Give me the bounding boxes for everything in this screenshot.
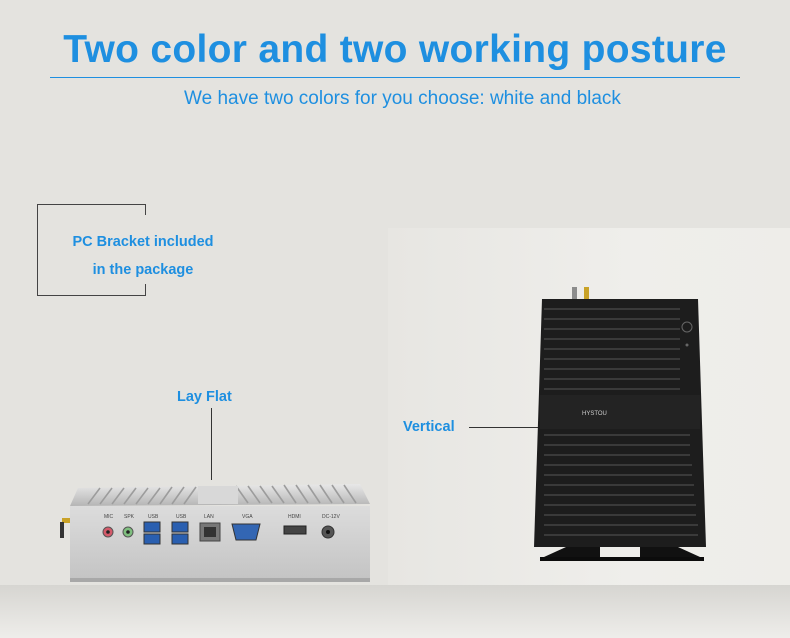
bracket-frame-tick-bottom [145,284,146,295]
page-title: Two color and two working posture [63,28,727,71]
silver-mini-pc: MIC SPK USB USB LAN VGA HDMI DC-12V [60,484,370,582]
port-label-lan: LAN [204,514,214,520]
port-label-mic: MIC [104,514,114,520]
title-underline [50,77,740,78]
port-label-vga: VGA [242,514,253,520]
bracket-callout-frame [37,204,146,296]
vertical-leader-line [469,427,539,428]
port-label-spk: SPK [124,514,135,520]
bracket-callout-line2: in the package [92,262,194,278]
port-label-dc: DC-12V [322,514,340,520]
vertical-label: Vertical [403,419,455,435]
lay-flat-label: Lay Flat [177,389,232,405]
silver-pc-port-labels: MIC SPK USB USB LAN VGA HDMI DC-12V [104,514,340,520]
bracket-frame-tick-top [145,204,146,215]
port-label-usb-2: USB [176,514,187,520]
bracket-callout-line1: PC Bracket included [72,234,214,250]
bracket-callout: PC Bracket included in the package [55,228,231,284]
lay-flat-leader-line [211,408,212,480]
page-subtitle: We have two colors for you choose: white… [184,88,621,109]
brand-label: HYSTOU [582,411,607,417]
black-mini-pc: HYSTOU [534,287,706,561]
port-label-hdmi: HDMI [288,514,301,520]
background-floor [0,585,790,638]
port-label-usb-1: USB [148,514,159,520]
